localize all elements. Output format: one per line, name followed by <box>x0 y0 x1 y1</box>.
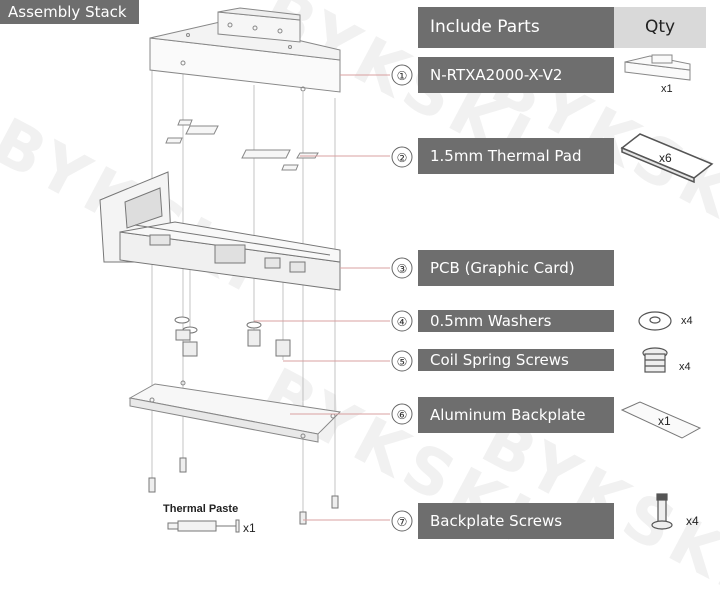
part-label-washers: 0.5mm Washers <box>418 310 614 332</box>
leader-lines <box>254 74 390 521</box>
part-label-backplate: Aluminum Backplate <box>418 397 614 433</box>
washer-icon <box>638 311 672 331</box>
assembly-guide-lines <box>151 60 336 515</box>
part-label-thermal-pad: 1.5mm Thermal Pad <box>418 138 614 174</box>
spring-screws-part <box>175 329 291 357</box>
number-circles <box>391 64 413 532</box>
part-number: ① <box>397 69 408 83</box>
thermal-pads-part <box>165 119 319 171</box>
part-label-backplate-screws: Backplate Screws <box>418 503 614 539</box>
syringe-icon <box>167 519 240 533</box>
part-label-waterblock: N-RTXA2000-X-V2 <box>418 57 614 93</box>
qty-thermal-pad: x6 <box>659 151 672 165</box>
qty-backplate-screws: x4 <box>686 514 699 528</box>
part-number: ③ <box>397 262 408 276</box>
backplate-part <box>128 380 342 443</box>
backplate-icon <box>620 401 702 439</box>
qty-spring-screws: x4 <box>679 361 691 373</box>
part-number: ⑤ <box>397 355 408 369</box>
pcb-part <box>99 171 341 291</box>
waterblock-icon <box>624 54 691 81</box>
part-number: ④ <box>397 315 408 329</box>
page-title: Assembly Stack <box>0 0 139 24</box>
thermal-paste-qty: x1 <box>243 521 256 535</box>
part-label-pcb: PCB (Graphic Card) <box>418 250 614 286</box>
part-number: ② <box>397 151 408 165</box>
thermal-paste-label: Thermal Paste <box>163 503 239 515</box>
qty-washers: x4 <box>681 315 693 327</box>
waterblock-part <box>149 7 341 93</box>
qty-header: Qty <box>614 7 706 48</box>
include-parts-header: Include Parts <box>418 7 614 48</box>
spring-screw-icon <box>642 347 668 373</box>
thermal-pad-icon <box>620 133 714 184</box>
qty-waterblock: x1 <box>661 83 673 95</box>
part-number: ⑥ <box>397 408 408 422</box>
backplate-screws-part <box>148 457 339 525</box>
part-number: ⑦ <box>397 515 408 529</box>
screw-icon <box>651 493 673 530</box>
assembly-diagram: ① ② ③ ④ ⑤ ⑥ ⑦ <box>99 7 714 533</box>
part-label-spring-screws: Coil Spring Screws <box>418 349 614 371</box>
qty-backplate: x1 <box>658 414 671 428</box>
